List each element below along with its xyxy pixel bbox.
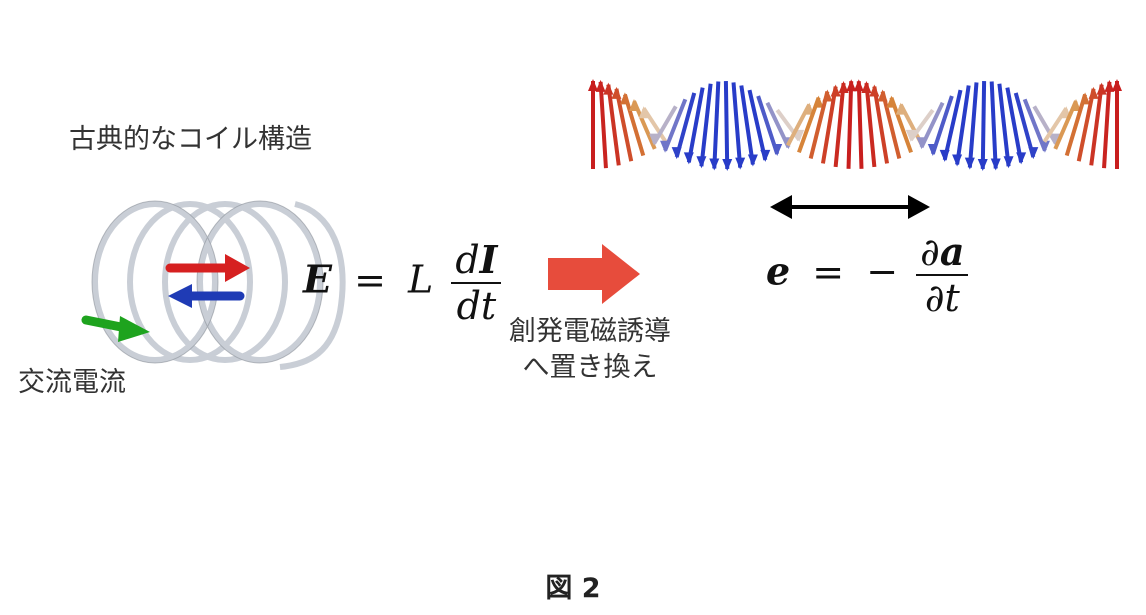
spin-arrow [739, 85, 758, 167]
spin-arrow [1005, 87, 1027, 165]
inductance-fraction: dI dt [451, 238, 502, 328]
spin-texture [588, 79, 1122, 171]
spin-arrow [619, 92, 646, 157]
spin-arrow [1102, 79, 1115, 169]
coil-spring [92, 201, 346, 370]
spin-arrow [846, 79, 857, 169]
spin-arrow [1089, 82, 1107, 166]
spin-arrow [1112, 79, 1122, 169]
spin-arrow [603, 82, 621, 166]
spin-arrow [660, 98, 688, 153]
blue-current-arrow [168, 284, 245, 308]
figure-caption: 図 2 [545, 573, 601, 604]
spin-arrow [671, 92, 697, 160]
spin-arrow [722, 81, 733, 171]
red-current-arrow [165, 254, 250, 282]
inductance-equation: E = L dI dt [303, 238, 502, 328]
replace-label: 創発電磁誘導 へ置き換え [509, 316, 671, 383]
spin-arrow [877, 89, 902, 160]
spin-arrow [1013, 92, 1039, 160]
spin-arrow [595, 79, 608, 169]
spin-arrow [611, 86, 634, 162]
spin-arrow [1076, 86, 1099, 162]
classical-coil-label: 古典的なコイル構造 [69, 124, 312, 155]
spin-arrow [927, 95, 954, 156]
spin-arrow [709, 81, 721, 171]
spin-arrow [997, 83, 1014, 169]
spin-arrow [1022, 98, 1050, 153]
spin-arrow [977, 81, 988, 171]
spin-arrow [964, 82, 979, 170]
spin-arrow [905, 108, 935, 142]
spin-arrow [861, 81, 877, 168]
spin-arrow [808, 89, 833, 160]
spin-arrow [756, 95, 783, 156]
emergent-fraction: ∂a ∂t [916, 230, 969, 320]
double-arrow-icon [770, 195, 930, 219]
spin-arrow [952, 85, 971, 167]
spin-arrow [1064, 92, 1091, 157]
spin-arrow [1053, 99, 1082, 150]
transition-arrow-icon [548, 244, 640, 304]
green-current-arrow [81, 315, 150, 342]
spin-arrow [886, 95, 913, 154]
spin-arrow [731, 82, 746, 170]
spin-arrow [989, 81, 1001, 171]
spin-arrow [696, 83, 713, 169]
emergent-induction-equation: e = − ∂a ∂t [766, 230, 969, 320]
coil-diagram [81, 200, 346, 370]
spin-arrow [649, 105, 678, 146]
ac-current-label: 交流電流 [18, 367, 126, 398]
spin-arrow [628, 99, 657, 150]
spin-arrow [833, 81, 849, 168]
spin-arrow [683, 87, 705, 165]
spin-arrow [939, 89, 963, 162]
spin-arrow [775, 108, 805, 142]
spin-arrow [588, 79, 598, 169]
spin-arrow [869, 84, 890, 164]
spin-arrow [916, 101, 945, 150]
spin-arrow [853, 79, 864, 169]
spin-arrow [820, 84, 841, 164]
spin-arrow [797, 95, 824, 154]
spin-arrow [638, 106, 668, 143]
spin-arrow [747, 89, 771, 162]
